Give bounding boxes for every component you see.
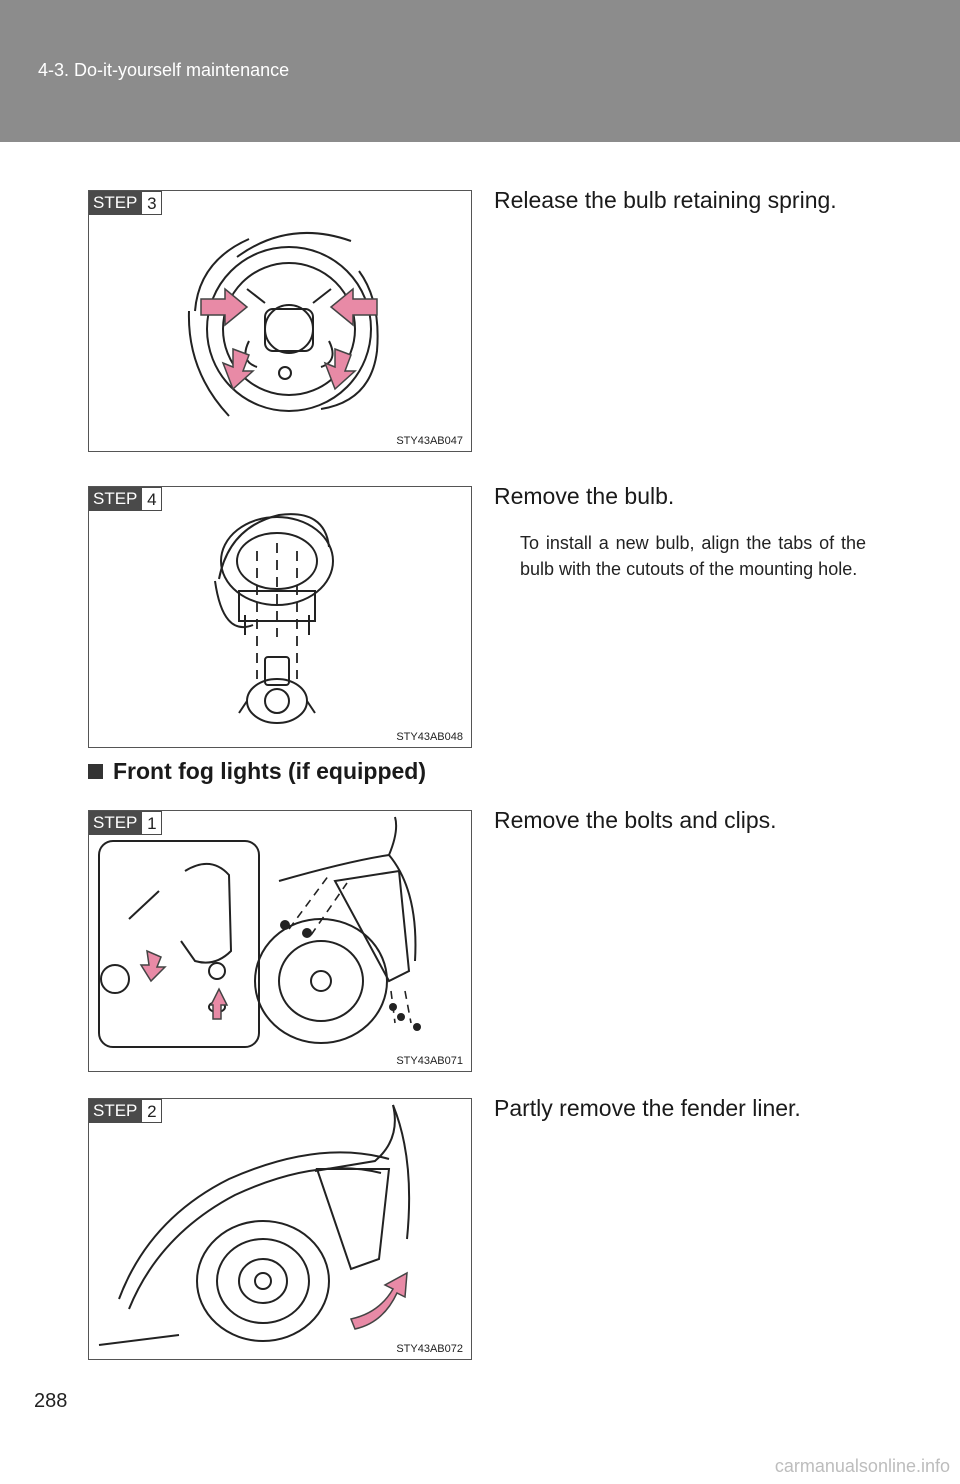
step-number: 1 — [142, 811, 163, 835]
step-3-caption: Release the bulb retaining spring. — [494, 187, 837, 213]
figure-step-3: STEP 3 STY43AB047 — [88, 190, 472, 452]
arrow-down-icon — [139, 949, 167, 983]
arrow-down-right-icon — [323, 347, 357, 391]
bulb-removal-illustration — [214, 513, 334, 724]
figure-step-4: STEP 4 STY43AB048 — [88, 486, 472, 748]
bolts-and-clips-illustration — [98, 816, 421, 1048]
subheading-text: Front fog lights (if equipped) — [113, 758, 426, 784]
fender-liner-illustration — [98, 1104, 411, 1346]
step-number: 4 — [142, 487, 163, 511]
step-badge: STEP 2 — [89, 1099, 163, 1123]
bulb-retaining-spring-illustration — [187, 232, 379, 417]
curved-arrow-icon — [349, 1271, 408, 1330]
step-2-caption: Partly remove the fender liner. — [494, 1095, 801, 1121]
square-bullet-icon — [88, 764, 103, 779]
step-badge: STEP 3 — [89, 191, 163, 215]
page-number: 288 — [34, 1390, 68, 1412]
figure-code: STY43AB071 — [396, 1055, 463, 1067]
step-number: 2 — [142, 1099, 163, 1123]
figure-code: STY43AB048 — [396, 731, 463, 743]
step-4-note: To install a new bulb, align the tabs of… — [520, 533, 866, 579]
subheading: Front fog lights (if equipped) — [88, 758, 426, 785]
page-header: 4-3. Do-it-yourself maintenance — [0, 0, 960, 142]
step-number: 3 — [142, 191, 163, 215]
arrow-down-left-icon — [221, 347, 255, 391]
figure-code: STY43AB072 — [396, 1343, 463, 1355]
arrow-right-icon — [200, 287, 249, 327]
watermark: carmanualsonline.info — [774, 1456, 950, 1476]
step-badge: STEP 4 — [89, 487, 163, 511]
figure-step-2: STEP 2 STY43AB072 — [88, 1098, 472, 1360]
figure-code: STY43AB047 — [396, 435, 463, 447]
arrow-left-icon — [329, 287, 378, 327]
step-badge: STEP 1 — [89, 811, 163, 835]
arrow-up-icon — [209, 987, 229, 1020]
section-title: 4-3. Do-it-yourself maintenance — [38, 60, 290, 80]
step-4-caption: Remove the bulb. — [494, 483, 675, 509]
step-1-caption: Remove the bolts and clips. — [494, 807, 777, 833]
figure-step-1: STEP 1 STY43AB071 — [88, 810, 472, 1072]
